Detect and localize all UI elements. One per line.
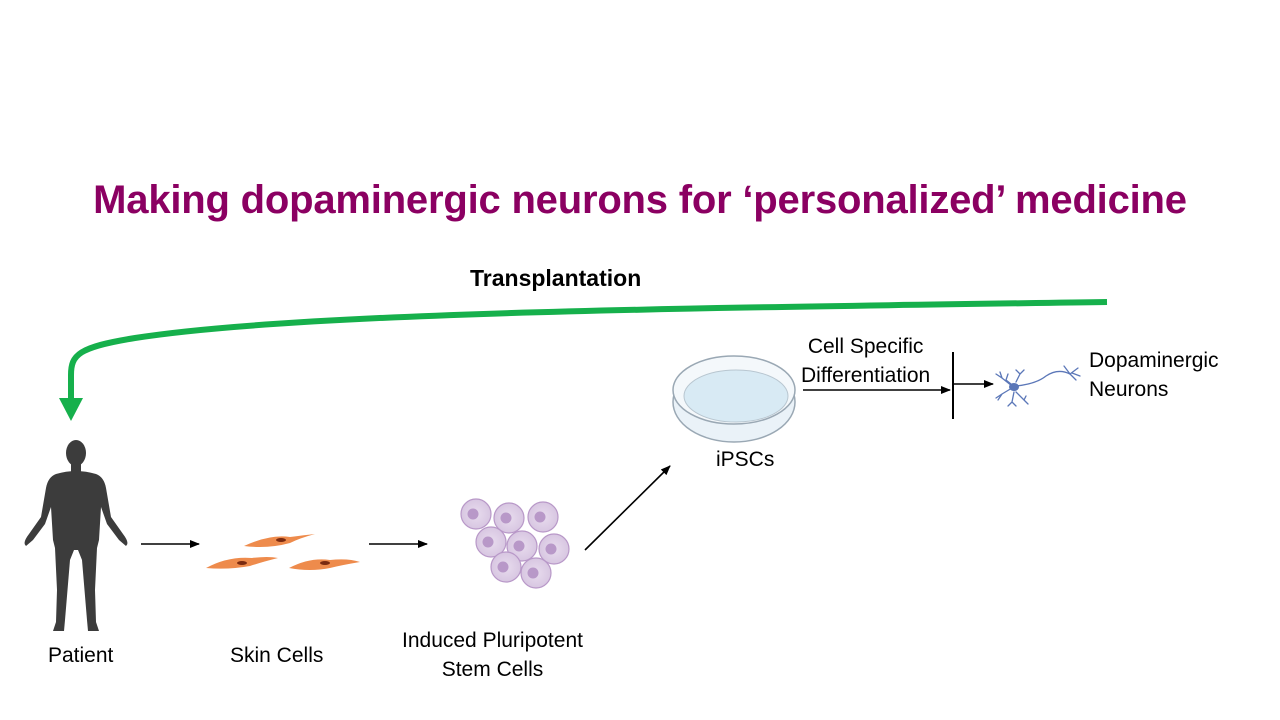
- patient-figure-icon: [24, 440, 128, 631]
- stem-cell: [538, 533, 570, 565]
- stem-cell: [490, 551, 522, 583]
- stem-cell: [475, 526, 507, 558]
- stem-cell: [520, 557, 552, 589]
- ipscs-label: iPSCs: [716, 448, 775, 471]
- neuron-icon: [995, 365, 1081, 407]
- neurons-line-1: Dopaminergic: [1089, 349, 1219, 372]
- diff-line-1: Cell Specific: [807, 335, 924, 358]
- transplant-arrow: [59, 299, 1108, 421]
- diff-line-2: Differentiation: [801, 364, 931, 387]
- arrow-induced-to-ipscs: [584, 465, 671, 551]
- differentiation-label: Cell Specific Differentiation: [801, 332, 930, 390]
- induced-line-1: Induced Pluripotent: [402, 629, 583, 652]
- petri-dish-icon: [672, 355, 796, 443]
- dopaminergic-neurons-label: Dopaminergic Neurons: [1089, 346, 1219, 404]
- transplantation-label: Transplantation: [470, 265, 642, 291]
- neurons-line-2: Neurons: [1089, 378, 1169, 401]
- page-title: Making dopaminergic neurons for ‘persona…: [93, 178, 1187, 222]
- skin-cells-icon: [206, 534, 360, 570]
- induced-pluripotent-label: Induced Pluripotent Stem Cells: [402, 626, 583, 684]
- stem-cell: [527, 501, 559, 533]
- patient-label: Patient: [48, 644, 114, 667]
- stem-cells-cluster-icon: [460, 498, 570, 589]
- skin-cells-label: Skin Cells: [230, 644, 324, 667]
- stem-cell: [506, 530, 538, 562]
- stem-cell: [493, 502, 525, 534]
- stem-cell: [460, 498, 492, 530]
- induced-line-2: Stem Cells: [441, 658, 544, 681]
